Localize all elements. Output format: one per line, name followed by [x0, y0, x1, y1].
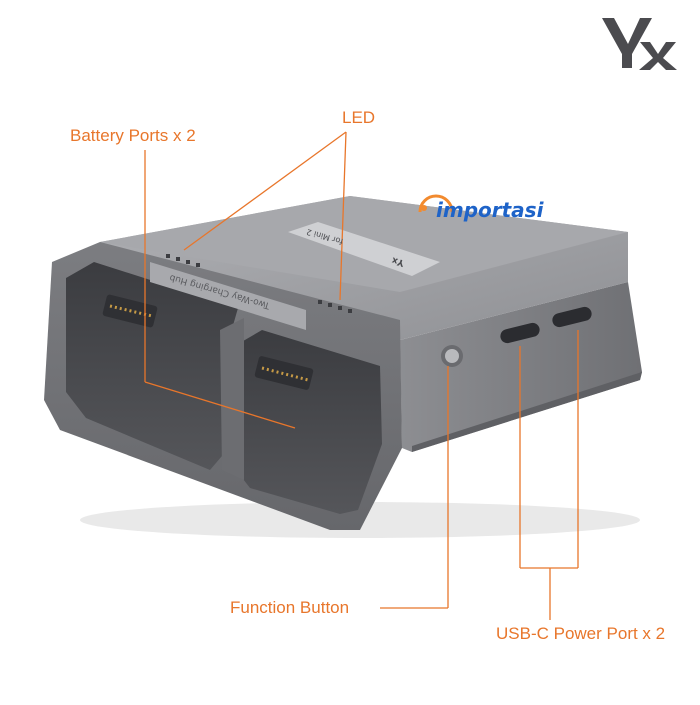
- callout-lines: [144, 131, 579, 620]
- watermark-icon: [418, 194, 454, 213]
- function-button-callout: Function Button: [230, 598, 350, 617]
- battery-ports-callout: Battery Ports x 2: [70, 126, 196, 145]
- contact-pins-right: [254, 356, 314, 390]
- usb-c-port-1: [500, 322, 540, 344]
- usb-c-callout: USB-C Power Port x 2: [496, 624, 666, 643]
- hub-right-side: [400, 282, 642, 452]
- product-sticker: [288, 222, 440, 276]
- side-label-strip: [150, 262, 306, 330]
- watermark-text: importasi: [436, 198, 544, 222]
- usb-c-port-2: [552, 306, 592, 328]
- led-indicators-right: [318, 300, 352, 313]
- yx-logo-icon: [602, 18, 677, 70]
- function-button: [441, 345, 463, 367]
- led-callout: LED: [342, 108, 376, 127]
- led-indicators-left: [166, 254, 200, 267]
